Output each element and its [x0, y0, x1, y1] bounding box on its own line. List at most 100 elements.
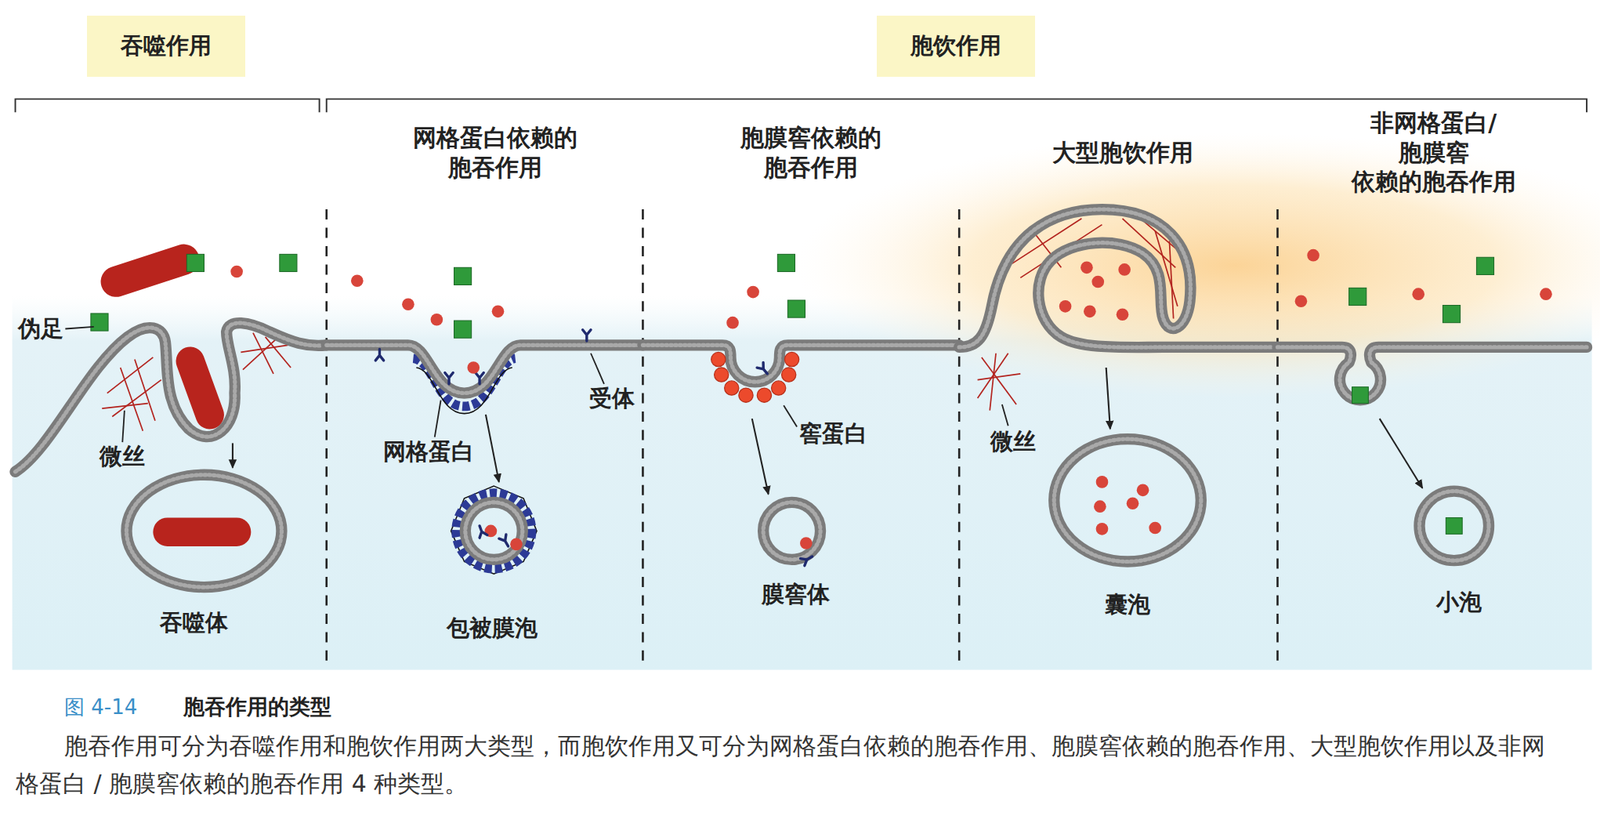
phagocytosis-part-part — [107, 357, 154, 394]
clathrin-caveolae-independent-endocytosis-part — [1379, 418, 1423, 489]
phagocytosis-part — [90, 313, 109, 331]
category-header-box: 吞噬作用 — [86, 15, 246, 77]
phagocytosis-part — [152, 517, 251, 546]
phagocytosis-part — [279, 253, 297, 272]
phagocytosis-part — [122, 410, 125, 442]
clathrin-endocytosis — [326, 267, 644, 574]
clathrin-caveolae-independent-endocytosis-part — [1445, 517, 1463, 534]
macropinocytosis-part — [1118, 263, 1131, 276]
macropinocytosis-part-part — [989, 353, 996, 411]
caveolae-endocytosis-part — [746, 285, 760, 299]
macropinocytosis-part — [1126, 496, 1140, 510]
clathrin-caveolae-independent-endocytosis-part — [1442, 305, 1460, 323]
phagocytosis-part-part — [134, 359, 156, 421]
clathrin-caveolae-independent-endocytosis-part — [1411, 287, 1425, 301]
part-label: 伪足 — [18, 314, 64, 343]
caveolae-endocytosis-part — [726, 316, 739, 330]
clathrin-endocytosis-part — [499, 534, 512, 549]
column-dividers-part — [325, 209, 328, 666]
macropinocytosis-part — [1002, 404, 1009, 426]
caveolae-endocytosis-part — [642, 344, 960, 382]
macropinocytosis-part-part — [981, 357, 1017, 405]
macropinocytosis-part — [1136, 483, 1150, 496]
caveolae-endocytosis — [642, 253, 960, 565]
caveolae-endocytosis-part-part — [714, 367, 729, 382]
clathrin-endocytosis-part — [375, 349, 384, 361]
caveolae-endocytosis-part-part — [738, 387, 753, 402]
clathrin-caveolae-independent-endocytosis-part — [1295, 294, 1308, 308]
clathrin-endocytosis-part — [510, 538, 523, 551]
clathrin-endocytosis-part — [465, 502, 523, 560]
phagocytosis-part-part — [101, 403, 149, 410]
clathrin-caveolae-independent-endocytosis-part — [1277, 347, 1587, 400]
category-header-text: 吞噬作用 — [120, 30, 212, 62]
caveolae-endocytosis-part — [800, 536, 813, 550]
phagocytosis-part — [230, 265, 243, 279]
macropinocytosis-part — [1091, 275, 1105, 289]
part-label: 吞噬体 — [159, 608, 229, 637]
clathrin-endocytosis-part — [456, 492, 532, 569]
phagocytosis-part — [231, 442, 234, 467]
column-dividers-part — [641, 209, 645, 666]
phagocytosis-part — [126, 474, 282, 587]
column-dividers-part — [1276, 209, 1279, 666]
phagocytosis-part — [15, 322, 327, 472]
macropinocytosis — [959, 209, 1278, 562]
part-label: 微丝 — [990, 426, 1036, 455]
clathrin-endocytosis-part — [485, 414, 500, 482]
macropinocytosis-part-part — [1169, 240, 1173, 319]
column-dividers-part — [958, 209, 961, 666]
caveolae-endocytosis-part-part — [711, 351, 726, 366]
category-brackets — [15, 98, 1588, 113]
macropinocytosis-part — [959, 209, 1278, 348]
column-dividers — [326, 209, 1278, 666]
column-heading: 胞膜窖依赖的 胞吞作用 — [740, 123, 882, 182]
caveolae-endocytosis-part — [711, 351, 800, 402]
phagocytosis-part-part — [253, 333, 274, 374]
clathrin-endocytosis-part — [466, 361, 480, 374]
caveolae-endocytosis-part-part — [781, 367, 797, 382]
part-label: 小泡 — [1436, 587, 1482, 616]
clathrin-endocytosis-part — [430, 313, 444, 326]
macropinocytosis-part — [1096, 475, 1109, 489]
caveolae-endocytosis-part — [763, 502, 821, 560]
clathrin-endocytosis-part — [401, 297, 415, 311]
clathrin-endocytosis-part — [454, 267, 472, 285]
clathrin-endocytosis-part — [582, 329, 591, 341]
phagocytosis-part — [65, 326, 94, 330]
clathrin-caveolae-independent-endocytosis-part — [1419, 491, 1489, 562]
background — [12, 132, 1600, 670]
caveolae-endocytosis-part-part — [724, 380, 739, 395]
macropinocytosis-part — [1096, 522, 1109, 536]
part-label: 微丝 — [99, 441, 145, 471]
macropinocytosis-part — [1116, 307, 1130, 321]
macropinocytosis-part — [1053, 438, 1202, 562]
caveolae-endocytosis-part — [752, 418, 769, 494]
phagocytosis — [15, 240, 327, 588]
clathrin-endocytosis-part — [590, 353, 605, 384]
clathrin-caveolae-independent-endocytosis-part — [1419, 491, 1489, 562]
clathrin-endocytosis-part — [454, 320, 472, 338]
macropinocytosis-part — [1093, 499, 1107, 513]
clathrin-endocytosis-part — [475, 524, 488, 538]
clathrin-caveolae-independent-endocytosis-part — [1277, 347, 1587, 400]
caveolae-endocytosis-part — [787, 300, 805, 318]
part-label: 包被膜泡 — [446, 613, 538, 642]
phagocytosis-part — [186, 253, 204, 272]
part-label: 受体 — [589, 383, 635, 413]
macropinocytosis-part — [1106, 367, 1111, 429]
clathrin-endocytosis-part — [492, 305, 505, 319]
phagocytosis-part — [15, 322, 327, 472]
clathrin-endocytosis-part — [465, 502, 523, 560]
caveolae-endocytosis-part — [783, 405, 797, 427]
clathrin-endocytosis-part — [445, 372, 453, 384]
phagocytosis-part — [126, 474, 282, 587]
phagocytosis-part-part — [240, 344, 288, 352]
caveolae-endocytosis-part-part — [771, 380, 786, 395]
clathrin-caveolae-independent-endocytosis-part — [1539, 287, 1553, 301]
macropinocytosis-part-part — [977, 373, 1021, 381]
column-heading: 大型胞饮作用 — [1052, 138, 1194, 169]
clathrin-caveolae-independent-endocytosis-part — [1306, 249, 1320, 262]
clathrin-caveolae-independent-endocytosis-part — [1476, 257, 1494, 275]
